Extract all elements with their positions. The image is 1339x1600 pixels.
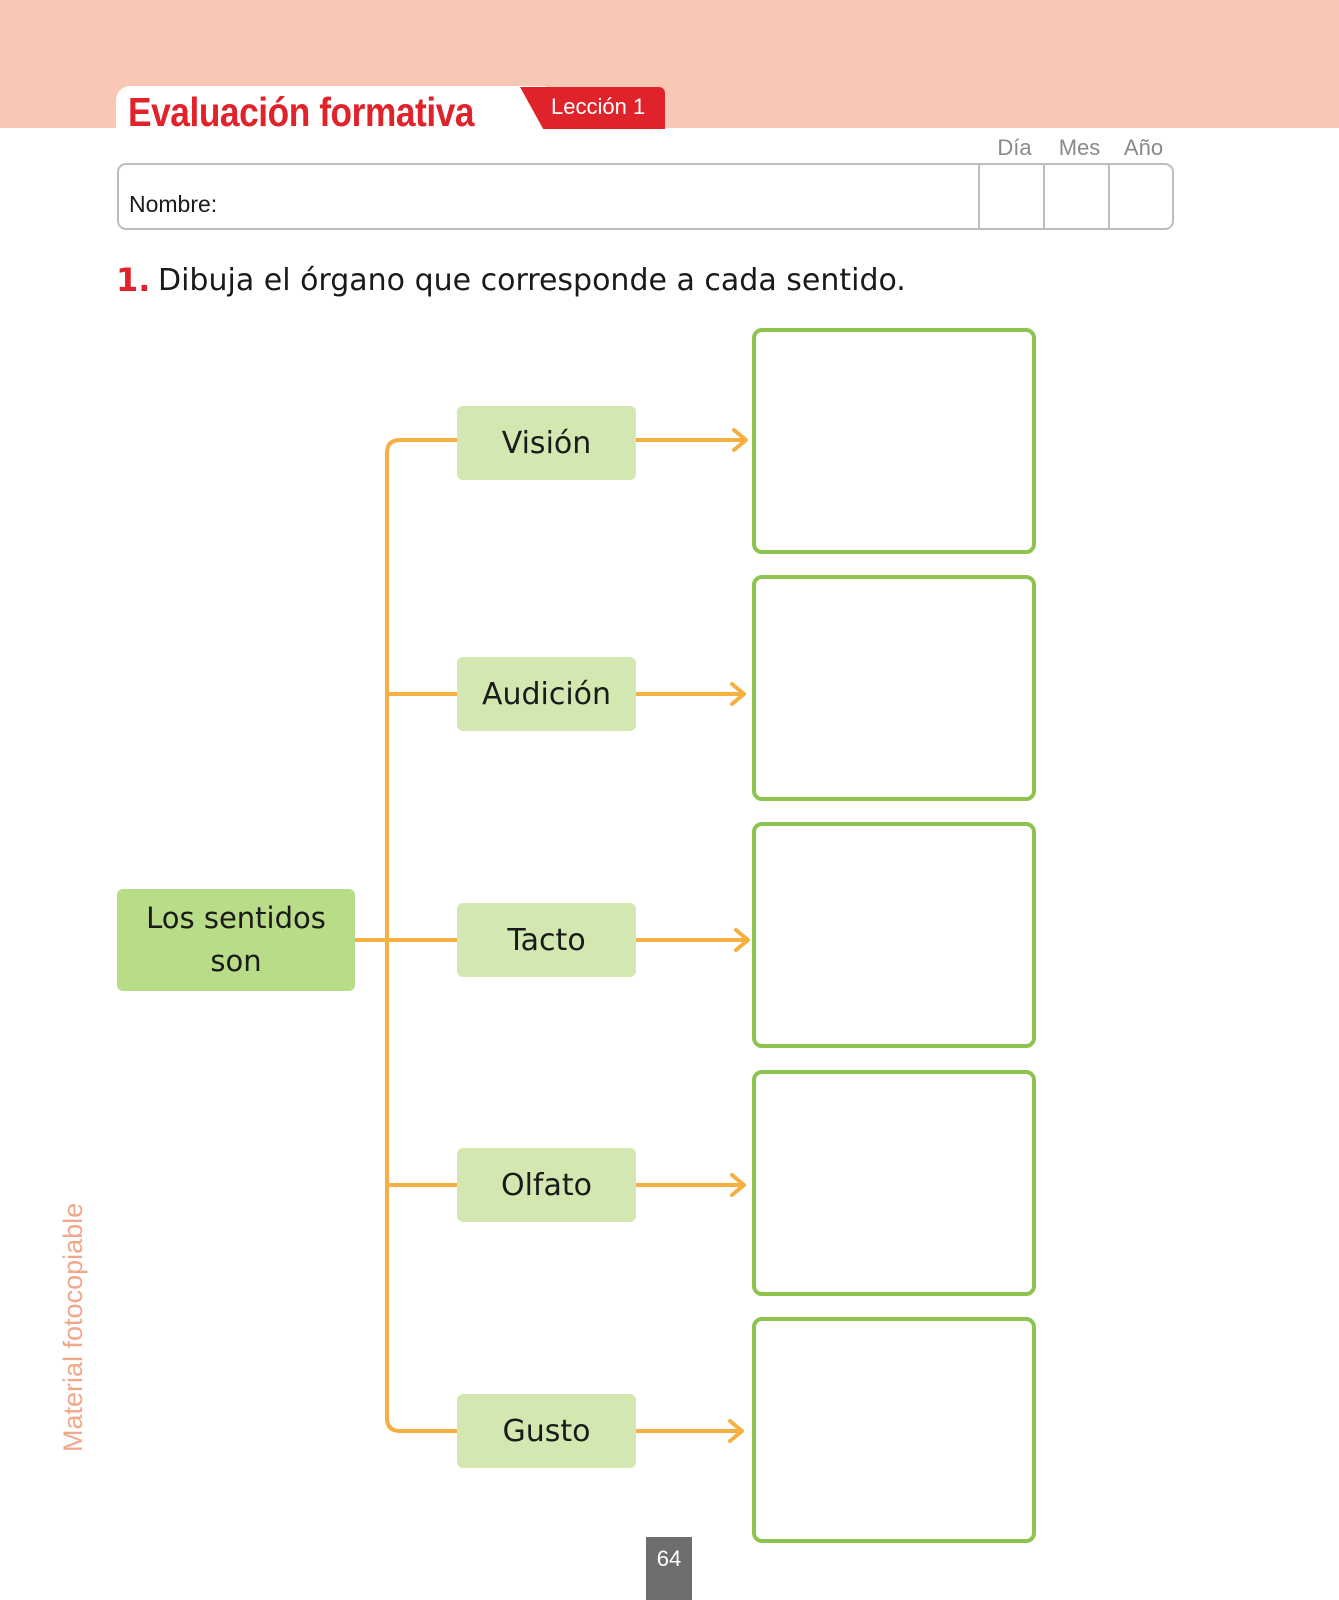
drawing-box-vision[interactable] xyxy=(752,328,1036,554)
question-text: Dibuja el órgano que corresponde a cada … xyxy=(158,263,906,298)
arrow-audicion xyxy=(634,682,746,706)
drawing-box-audicion[interactable] xyxy=(752,575,1036,801)
drawing-box-tacto[interactable] xyxy=(752,822,1036,1048)
day-label: Día xyxy=(997,135,1032,160)
sense-node-vision: Visión xyxy=(457,406,636,480)
sense-node-audicion: Audición xyxy=(457,657,636,731)
sense-label: Visión xyxy=(501,425,592,461)
arrow-vision xyxy=(634,428,748,452)
question-number: 1. xyxy=(116,261,151,299)
sense-label: Audición xyxy=(481,676,612,712)
root-node-label: Los sentidos son xyxy=(146,901,326,978)
arrow-gusto xyxy=(634,1419,744,1443)
sense-node-tacto: Tacto xyxy=(457,903,636,977)
page-number: 64 xyxy=(656,1546,682,1571)
trunk-line xyxy=(385,438,459,1433)
year-field-divider xyxy=(1108,164,1110,229)
sense-node-olfato: Olfato xyxy=(457,1148,636,1222)
drawing-box-olfato[interactable] xyxy=(752,1070,1036,1296)
arrow-tacto xyxy=(634,928,750,952)
sense-node-gusto: Gusto xyxy=(457,1394,636,1468)
name-field[interactable] xyxy=(117,163,1174,230)
month-label: Mes xyxy=(1058,135,1101,160)
name-label: Nombre: xyxy=(129,191,218,217)
month-field-divider xyxy=(1043,164,1045,229)
title-tab xyxy=(116,86,546,130)
arrow-olfato xyxy=(634,1173,746,1197)
page-title: Evaluación formativa xyxy=(128,89,475,135)
lesson-label: Lección 1 xyxy=(551,94,646,119)
sense-label: Olfato xyxy=(500,1167,592,1203)
sense-label: Tacto xyxy=(507,922,586,958)
year-label: Año xyxy=(1123,135,1164,160)
page-number-tab xyxy=(646,1537,692,1600)
root-node: Los sentidos son xyxy=(117,889,355,991)
drawing-box-gusto[interactable] xyxy=(752,1317,1036,1543)
lesson-badge xyxy=(520,87,665,129)
day-field-divider xyxy=(978,164,980,229)
photocopy-note: Material fotocopiable xyxy=(58,1202,88,1452)
sense-label: Gusto xyxy=(502,1413,591,1449)
